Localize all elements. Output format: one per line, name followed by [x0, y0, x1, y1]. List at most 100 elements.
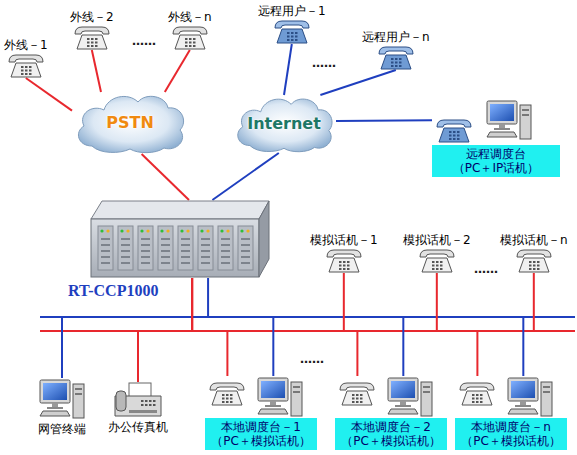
drawing-part [343, 265, 346, 267]
station-panel: 本地调度台－2（PC＋模拟话机） [335, 418, 447, 450]
drawing-part [140, 229, 143, 232]
device-chassis [90, 200, 270, 278]
drawing-part [175, 35, 205, 49]
drawing-part [537, 261, 540, 263]
drawing-part [181, 256, 190, 258]
drawing-part [295, 36, 298, 38]
drawing-part [120, 229, 123, 232]
drawing-part [460, 383, 494, 390]
drawing-part [391, 65, 394, 67]
connector-line [26, 78, 72, 111]
node-label: 远程用户－1 [258, 4, 326, 18]
drawing-part [91, 42, 94, 44]
telephone: 外线－1 [4, 38, 48, 78]
drawing-part [161, 262, 170, 264]
drawing-part [472, 401, 475, 403]
drawing-part [476, 394, 479, 396]
dispatch-station: 本地调度台－2（PC＋模拟话机） [335, 376, 447, 450]
drawing-part [129, 410, 157, 413]
drawing-part [460, 383, 494, 405]
drawing-part [95, 45, 98, 47]
drawing-part [388, 409, 418, 414]
drawing-part [221, 256, 230, 258]
drawing-part [98, 226, 113, 270]
node-label: 本地调度台－1 [211, 420, 311, 434]
connector-line [192, 273, 344, 331]
drawing-part [487, 101, 531, 139]
drawing-part [529, 265, 532, 267]
drawing-part [494, 128, 510, 130]
drawing-part [339, 265, 342, 267]
drawing-part [149, 404, 152, 406]
drawing-part [391, 62, 394, 64]
drawing-part [241, 256, 250, 258]
ellipsis-mark: …… [474, 262, 498, 276]
drawing-part [480, 398, 483, 400]
drawing-part [181, 244, 190, 246]
drawing-part [508, 409, 538, 414]
telephone: 模拟话机－n [500, 233, 568, 273]
drawing-part [432, 268, 435, 270]
drawing-part [141, 262, 150, 264]
drawing-part [265, 405, 281, 407]
drawing-part [437, 120, 471, 127]
connector-line [320, 70, 395, 95]
drawing-part [391, 381, 415, 398]
drawing-part [47, 407, 63, 409]
drawing-part [270, 401, 276, 405]
phone-icon [72, 24, 112, 50]
node-label: 模拟话机－2 [403, 233, 471, 247]
drawing-part [87, 38, 90, 40]
drawing-part [436, 261, 439, 263]
node-label: 远程调度台 [438, 147, 554, 161]
node-label: 网管终端 [38, 422, 86, 436]
drawing-part [449, 135, 452, 137]
drawing-part [432, 261, 435, 263]
ip-phone-icon [376, 44, 416, 70]
drawing-part [230, 394, 233, 396]
drawing-part [101, 238, 110, 240]
drawing-part [522, 109, 529, 111]
drawing-part [118, 226, 133, 270]
drawing-part [78, 96, 183, 152]
drawing-part [29, 66, 32, 68]
drawing-part [480, 401, 483, 403]
station-wire [272, 317, 274, 376]
drawing-part [75, 393, 82, 395]
dispatch-station: 本地调度台－n（PC＋模拟话机） [455, 376, 567, 450]
drawing-part [295, 39, 298, 41]
drawing-part [347, 261, 350, 263]
drawing-part [161, 244, 170, 246]
drawing-part [511, 381, 535, 398]
phone-icon [170, 24, 210, 50]
drawing-part [515, 405, 531, 407]
drawing-part [161, 250, 170, 252]
node-label: 本地调度台－2 [341, 420, 441, 434]
node-label: RT-CCP1000 [68, 282, 158, 300]
connector-line [192, 278, 227, 376]
drawing-part [158, 226, 173, 270]
drawing-part [258, 378, 302, 416]
drawing-part [201, 250, 210, 252]
drawing-part [226, 401, 229, 403]
drawing-part [141, 256, 150, 258]
drawing-part [180, 229, 183, 232]
drawing-part [25, 66, 28, 68]
drawing-part [178, 226, 193, 270]
drawing-part [73, 384, 84, 418]
connector-line [192, 273, 534, 331]
station-panel: 本地调度台－n（PC＋模拟话机） [455, 418, 567, 450]
drawing-part [129, 383, 151, 397]
drawing-part [121, 262, 130, 264]
drawing-part [121, 250, 130, 252]
drawing-part [537, 265, 540, 267]
drawing-part [212, 391, 242, 405]
node-label: PSTN [106, 114, 154, 132]
drawing-part [327, 250, 361, 257]
drawing-part [221, 244, 230, 246]
drawing-part [395, 405, 411, 407]
drawing-part [153, 404, 156, 406]
drawing-part [339, 261, 342, 263]
drawing-part [517, 250, 551, 257]
management-terminal: 网管终端 [38, 378, 86, 436]
